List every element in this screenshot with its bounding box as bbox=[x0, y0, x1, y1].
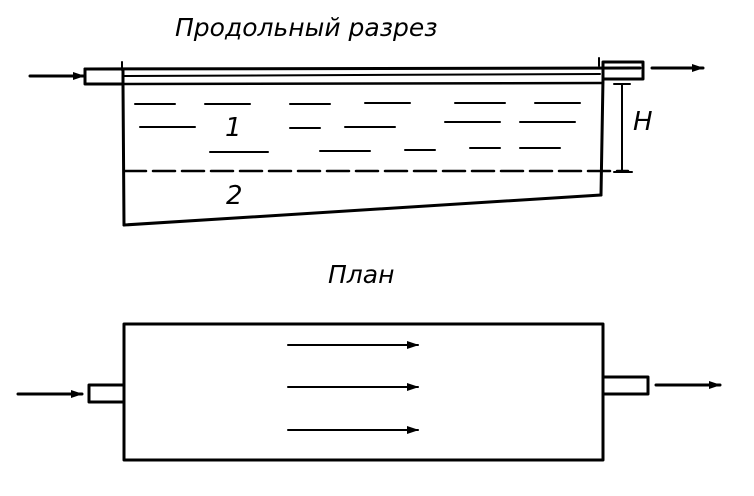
plan-outlet-pipe bbox=[601, 375, 650, 396]
section-inlet-pipe bbox=[83, 67, 125, 86]
plan-inlet-pipe bbox=[87, 383, 126, 404]
water-surface-top bbox=[83, 66, 642, 71]
water-surface-inner bbox=[122, 73, 601, 77]
tank-right-wall bbox=[599, 77, 605, 197]
section-title: Продольный разрез bbox=[175, 13, 438, 42]
water-dashes bbox=[134, 102, 581, 153]
plan-view bbox=[16, 322, 722, 462]
tank-left-wall bbox=[121, 82, 126, 227]
section-outlet-pipe bbox=[601, 60, 645, 81]
water-surface-bottom bbox=[121, 81, 605, 86]
longitudinal-section: 1 2 H bbox=[28, 57, 705, 227]
depth-label: H bbox=[633, 107, 653, 137]
zone-1-label: 1 bbox=[225, 113, 242, 143]
zone-2-label: 2 bbox=[226, 181, 243, 211]
plan-tank-outline bbox=[122, 322, 605, 462]
tank-sloped-bottom bbox=[122, 193, 603, 227]
plan-title: План bbox=[328, 260, 394, 289]
